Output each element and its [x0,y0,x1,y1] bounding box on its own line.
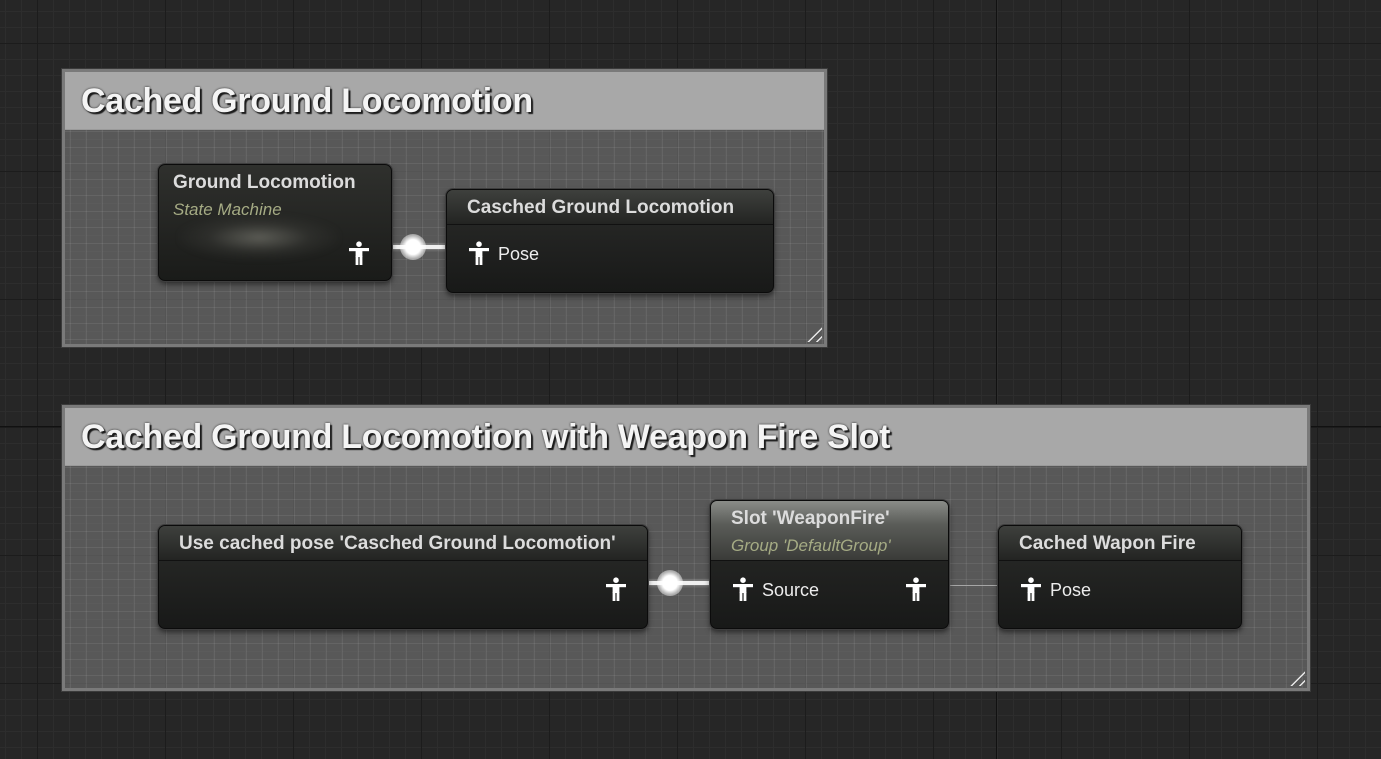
save-cached-pose-node[interactable]: Casched Ground Locomotion Pose [446,189,774,293]
comment-header[interactable]: Cached Ground Locomotion [65,72,824,130]
slot-node[interactable]: Slot 'WeaponFire' Group 'DefaultGroup' S… [710,500,949,629]
pose-pin-icon[interactable] [905,577,927,601]
node-title: Casched Ground Locomotion [467,197,735,218]
pose-pin-icon[interactable] [1020,577,1042,601]
node-subtitle: Group 'DefaultGroup' [731,536,891,555]
pose-pin-icon[interactable] [605,577,627,601]
comment-title: Cached Ground Locomotion with Weapon Fir… [81,418,891,456]
pin-label-source: Source [762,580,820,600]
pose-wire[interactable] [928,585,1020,586]
use-cached-pose-node[interactable]: Use cached pose 'Casched Ground Locomoti… [158,525,648,629]
node-subtitle: State Machine [173,200,282,219]
node-title: Cached Wapon Fire [1019,533,1196,554]
pin-label-pose: Pose [498,244,540,264]
pose-pin-icon[interactable] [732,577,754,601]
comment-header[interactable]: Cached Ground Locomotion with Weapon Fir… [65,408,1307,466]
node-header: Casched Ground Locomotion [447,190,773,225]
node-header: Cached Wapon Fire [999,526,1241,561]
resize-grip-icon[interactable] [1287,668,1305,686]
node-title: Ground Locomotion [173,172,356,193]
pin-label-pose: Pose [1050,580,1092,600]
node-header: Use cached pose 'Casched Ground Locomoti… [159,526,647,561]
node-header: Slot 'WeaponFire' Group 'DefaultGroup' [711,501,948,561]
node-title: Use cached pose 'Casched Ground Locomoti… [179,533,616,554]
wire-highlight [400,234,426,260]
state-machine-preview [179,215,339,260]
resize-grip-icon[interactable] [804,324,822,342]
node-title: Slot 'WeaponFire' [731,508,890,529]
save-cached-pose-node[interactable]: Cached Wapon Fire Pose [998,525,1242,629]
wire-highlight [657,570,683,596]
pose-pin-icon[interactable] [348,241,370,265]
comment-title: Cached Ground Locomotion [81,82,533,120]
graph-axis-vertical [996,0,997,759]
pose-pin-icon[interactable] [468,241,490,265]
state-machine-node[interactable]: Ground Locomotion State Machine [158,164,392,281]
